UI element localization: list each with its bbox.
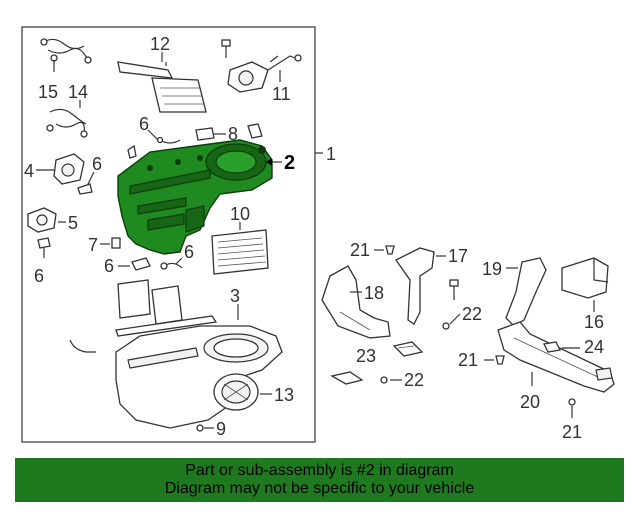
- bolt-22-upper: [442, 279, 459, 330]
- drain-hose: [69, 339, 96, 353]
- callout-15: 15: [38, 82, 58, 102]
- sensor-6-right: [160, 262, 183, 270]
- callout-6-left: 6: [92, 154, 102, 174]
- bracket-17: [395, 247, 435, 325]
- clip-24: [543, 341, 561, 353]
- callout-19: 19: [482, 259, 502, 279]
- leader-6-right: [175, 257, 183, 265]
- callout-17: 17: [448, 246, 468, 266]
- callout-2: 2: [284, 152, 295, 174]
- leader-6-left: [87, 171, 95, 185]
- callout-20: 20: [520, 392, 540, 412]
- callout-7: 7: [88, 235, 98, 255]
- callout-6-lower: 6: [34, 266, 44, 286]
- callout-24: 24: [584, 337, 604, 357]
- callout-13: 13: [274, 385, 294, 405]
- leader-6-top: [147, 129, 159, 141]
- callout-14: 14: [68, 82, 88, 102]
- duct-19: [505, 257, 547, 327]
- heater-core-12: [117, 61, 207, 113]
- bolt-22-lower: [380, 376, 388, 384]
- banner-line-1: Part or sub-assembly is #2 in diagram: [185, 462, 454, 479]
- callout-1: 1: [326, 144, 336, 164]
- actuator-11: [227, 54, 302, 93]
- callout-6-mid: 6: [104, 256, 114, 276]
- callout-23: 23: [356, 346, 376, 366]
- duct-18: [321, 265, 391, 339]
- wiring-harness-15: [40, 38, 92, 72]
- motor-4: [53, 153, 85, 185]
- callout-21-top: 21: [350, 240, 370, 260]
- callout-21-mid: 21: [458, 350, 478, 370]
- callout-12: 12: [150, 34, 170, 54]
- filter-pads: [117, 279, 183, 325]
- callout-9: 9: [216, 419, 226, 439]
- actuator-5: [27, 207, 57, 233]
- bolt-icon: [221, 39, 231, 58]
- wiring-harness-14: [46, 100, 88, 138]
- callout-16: 16: [584, 312, 604, 332]
- info-banner: Part or sub-assembly is #2 in diagram Di…: [15, 458, 624, 502]
- callout-3: 3: [230, 286, 240, 306]
- callout-4: 4: [24, 161, 34, 181]
- sensor-6-top: [156, 136, 181, 144]
- valve-7: [111, 237, 121, 249]
- hvac-case-assembly-2: [117, 139, 273, 255]
- cover-16: [561, 257, 609, 299]
- callout-8: 8: [228, 124, 238, 144]
- sensor-6-lower: [37, 237, 51, 258]
- callout-21-bottom: 21: [562, 422, 582, 442]
- assembly-frame: [21, 26, 316, 443]
- callout-22-upper: 22: [462, 304, 482, 324]
- clip-8: [195, 123, 263, 141]
- callout-11: 11: [272, 84, 291, 104]
- sensor-6-mid: [131, 257, 151, 271]
- callout-10: 10: [230, 204, 250, 224]
- arrow-2-icon: [266, 158, 272, 166]
- callout-18: 18: [364, 283, 384, 303]
- lower-case-3: [115, 315, 283, 429]
- callout-5: 5: [68, 213, 78, 233]
- callout-22-lower: 22: [404, 370, 424, 390]
- clip-21-mid: [495, 355, 505, 365]
- callout-6-top: 6: [139, 114, 149, 134]
- screw-9: [196, 424, 204, 432]
- support-bracket-20: [497, 321, 615, 393]
- leader-22-upper: [449, 313, 461, 325]
- callout-6-right: 6: [184, 242, 194, 262]
- clip-21-top: [385, 245, 395, 255]
- vent-23: [330, 341, 424, 385]
- bracket-icon: [127, 144, 137, 159]
- blower-motor-13: [213, 373, 259, 411]
- cabin-filter-10: [211, 229, 269, 275]
- clip-21-bottom: [568, 398, 576, 418]
- sensor-6-left: [77, 183, 93, 195]
- banner-line-2: Diagram may not be specific to your vehi…: [164, 480, 475, 497]
